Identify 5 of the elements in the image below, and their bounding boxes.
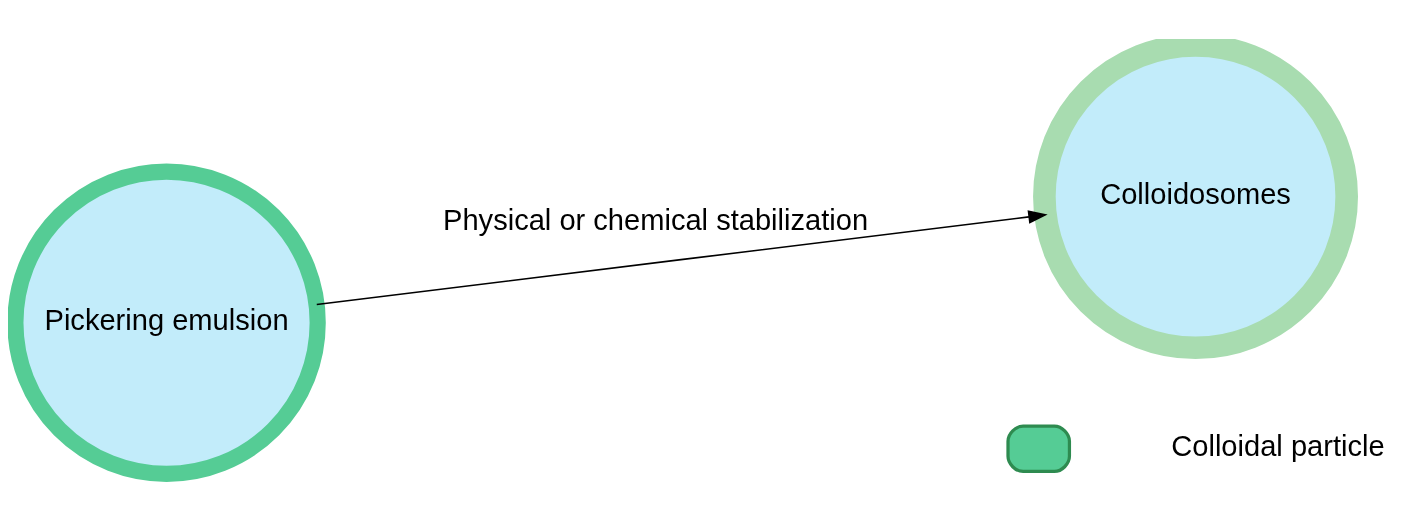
legend-label: Colloidal particle — [1171, 429, 1385, 462]
node-circle: Pickering emulsion — [8, 162, 326, 482]
edge-label: Physical or chemical stabilization — [443, 203, 869, 236]
node-circle: Colloidosomes — [1033, 38, 1358, 359]
arrow — [315, 209, 1048, 305]
